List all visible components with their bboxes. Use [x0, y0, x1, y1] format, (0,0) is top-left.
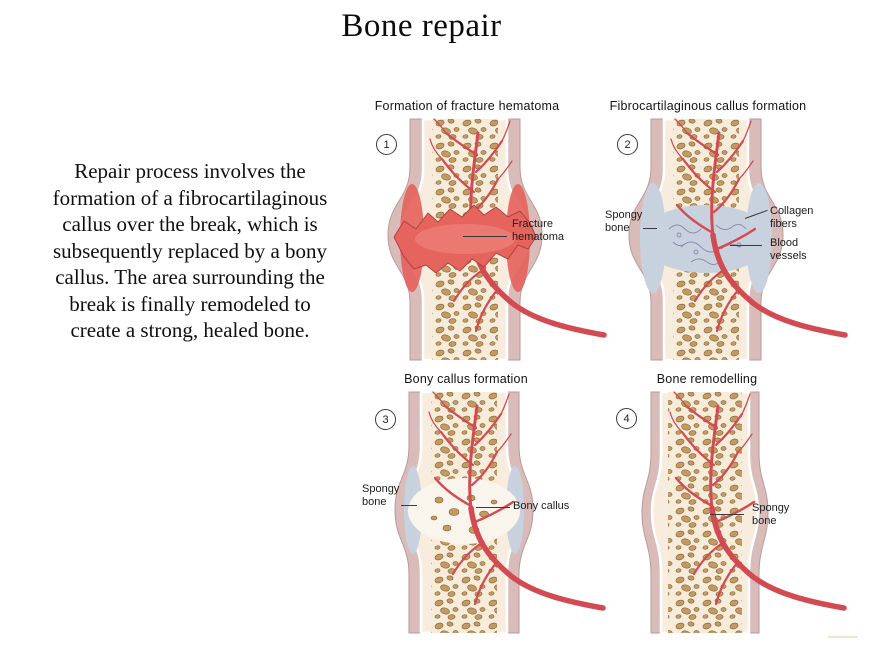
bone-diagram-hematoma [387, 117, 607, 362]
bone-illustration-stage-3: 3 [352, 390, 606, 637]
leader-line [476, 507, 510, 508]
panel-fibrocartilaginous-callus: Fibrocartilaginous callus formation 2 [594, 99, 848, 364]
panel-title: Bone remodelling [656, 372, 758, 386]
leader-line [463, 236, 507, 237]
label-blood-vessels: Blood vessels [770, 237, 807, 262]
panel-bony-callus: Bony callus formation 3 [352, 372, 606, 637]
bone-illustration-stage-2: 2 [594, 117, 848, 364]
bone-diagram-remodelled [641, 390, 847, 635]
step-number-badge: 4 [616, 408, 637, 429]
leader-line [730, 245, 762, 246]
panel-title: Fibrocartilaginous callus formation [609, 99, 807, 113]
body-line: create a strong, healed bone. [70, 318, 310, 342]
bone-diagram-fibrocartilaginous [628, 117, 848, 362]
step-number-badge: 1 [376, 134, 397, 155]
leader-line [643, 228, 657, 229]
body-line: Repair process involves the [74, 159, 306, 183]
panel-bone-remodelling: Bone remodelling 4 [593, 372, 847, 637]
step-number-badge: 2 [617, 134, 638, 155]
label-fracture-hematoma: Fracture hematoma [512, 218, 564, 243]
watermark-smudge [828, 636, 858, 638]
slide-title: Bone repair [341, 8, 502, 44]
body-line: break is finally remodeled to [69, 291, 311, 316]
body-line: callus. The area surrounding the [55, 265, 325, 289]
body-text: Repair process involves the formation of… [22, 158, 358, 344]
body-line: formation of a fibrocartilaginous [52, 185, 328, 210]
bone-illustration-stage-1: 1 [353, 117, 607, 364]
label-collagen-fibers: Collagen fibers [770, 205, 814, 230]
label-spongy-bone: Spongy bone [605, 209, 643, 234]
panel-title: Bony callus formation [404, 372, 528, 386]
leader-line [401, 505, 417, 506]
panel-title: Formation of fracture hematoma [374, 99, 560, 113]
bone-illustration-stage-4: 4 [593, 390, 847, 637]
bone-diagram-bony-callus [394, 390, 606, 635]
body-line: callus over the break, which is [62, 212, 318, 236]
label-spongy-bone: Spongy bone [752, 502, 790, 527]
body-line: subsequently replaced by a bony [52, 238, 328, 263]
label-spongy-bone: Spongy bone [362, 483, 400, 508]
label-bony-callus: Bony callus [513, 500, 570, 512]
panel-fracture-hematoma: Formation of fracture hematoma 1 [353, 99, 607, 364]
leader-line [710, 514, 744, 515]
step-number-badge: 3 [375, 409, 396, 430]
